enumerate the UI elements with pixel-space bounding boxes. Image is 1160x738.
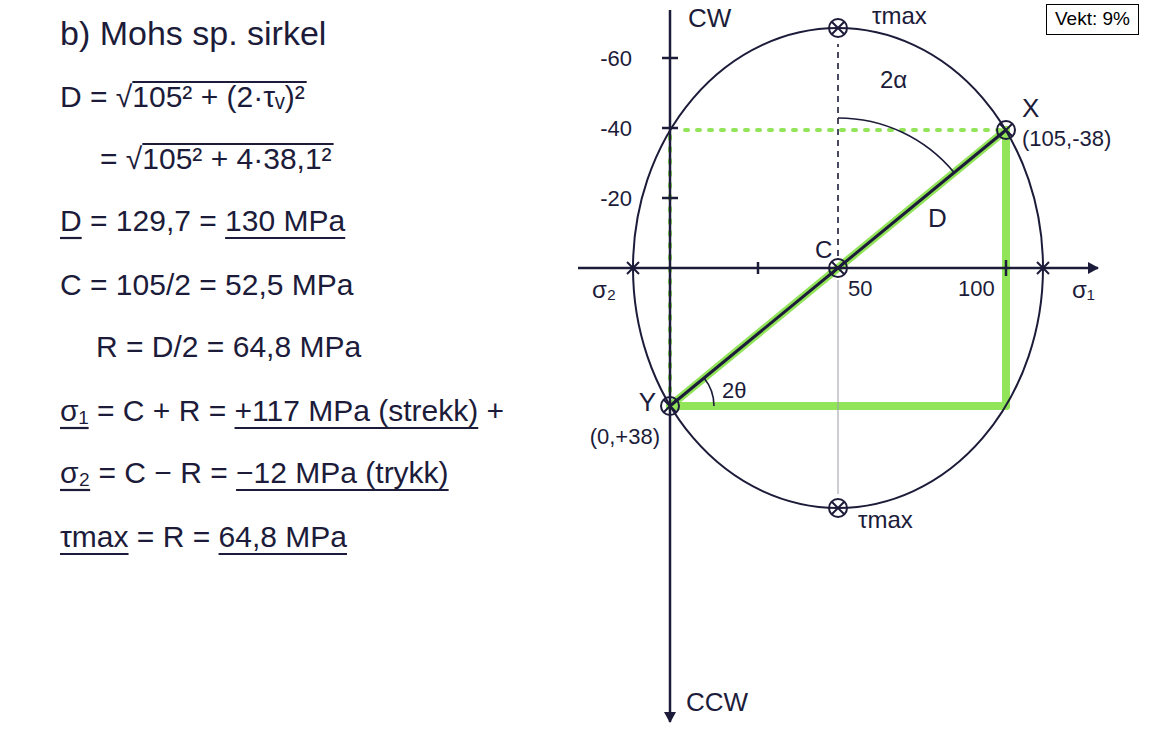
underline (236, 489, 449, 491)
tick-label: 100 (958, 276, 995, 301)
underline (60, 427, 89, 429)
section-title: b) Mohs sp. sirkel (60, 14, 326, 53)
angle-label: 2θ (722, 378, 746, 403)
result-line: σ₂ = C − R = −12 MPa (trykk) (60, 456, 449, 491)
axes (578, 10, 1098, 722)
weight-box: Vekt: 9% (1046, 4, 1139, 35)
underline (60, 237, 82, 239)
mohr-circle (633, 28, 1043, 508)
angle-label: 2α (880, 66, 907, 94)
underline (225, 237, 345, 239)
axis-direction: CW (688, 4, 731, 34)
tick-label: -60 (600, 46, 632, 71)
coordinate-label: (105,-38) (1022, 126, 1111, 151)
tick-label: -20 (600, 186, 632, 211)
point-label: τmax (858, 506, 913, 534)
point-label: X (1022, 94, 1039, 124)
underline (60, 489, 90, 491)
result-line: τmax = R = 64,8 MPa (60, 520, 347, 555)
underline (60, 553, 129, 555)
result-line: D = 129,7 = 130 MPa (60, 204, 345, 239)
point-label: τmax (872, 2, 927, 30)
axis-label: σ₂ (592, 276, 616, 304)
underline (219, 553, 347, 555)
result-line: R = D/2 = 64,8 MPa (96, 330, 361, 365)
tick-label: -40 (600, 116, 632, 141)
formula-line: D = √105² + (2·τᵥ)² (60, 80, 305, 115)
result-line: σ₁ = C + R = +117 MPa (strekk) + (60, 394, 504, 429)
point-markers (627, 19, 1049, 517)
diameter-label: D (928, 204, 947, 234)
underline (235, 427, 479, 429)
point-label: Y (639, 388, 656, 418)
formula-line: = √105² + 4·38,1² (100, 142, 332, 177)
weight-text: Vekt: 9% (1055, 8, 1130, 29)
axis-label: σ₁ (1072, 276, 1095, 304)
result-line: C = 105/2 = 52,5 MPa (60, 268, 354, 303)
center-label: C (815, 236, 832, 264)
axis-direction: CCW (686, 688, 748, 718)
coordinate-label: (0,+38) (590, 424, 660, 449)
tick-label: 50 (848, 276, 872, 301)
angle-marks (704, 44, 954, 494)
